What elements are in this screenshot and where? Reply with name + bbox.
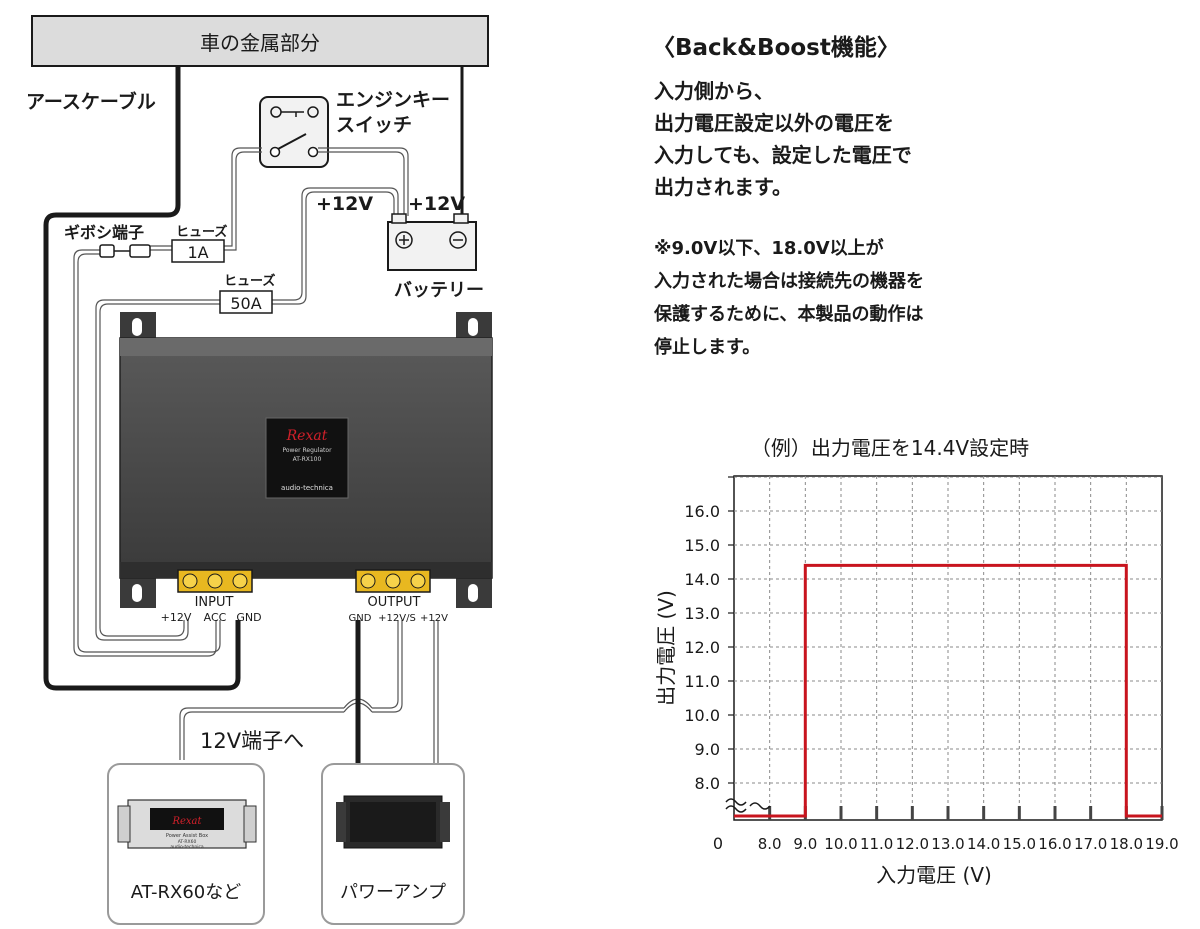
fuse-1a xyxy=(171,239,225,263)
y-tick-label: 12.0 xyxy=(684,638,720,657)
description-line: 出力電圧設定以外の電圧を xyxy=(654,111,894,135)
x-tick-label: 8.0 xyxy=(758,835,782,853)
feature-description: 入力側から、 出力電圧設定以外の電圧を 入力しても、設定した電圧で 出力されます… xyxy=(654,75,912,203)
y-tick-label: 15.0 xyxy=(684,536,720,555)
at-rx60-device xyxy=(117,799,257,849)
x-tick-label: 10.0 xyxy=(824,835,857,853)
box-left-label: AT-RX60など xyxy=(131,882,242,903)
x-tick-label: 19.0 xyxy=(1145,835,1178,853)
fuse-1a-value: 1A xyxy=(187,243,208,262)
axis-break-icon xyxy=(725,798,771,813)
key-icon xyxy=(270,106,319,118)
switch-contact xyxy=(277,133,307,150)
signal-wires xyxy=(73,147,439,764)
plot-area xyxy=(733,475,1163,821)
mini-brand: Rexat xyxy=(171,816,202,827)
input-terminal-block xyxy=(177,569,253,593)
car-metal-label: 車の金属部分 xyxy=(200,31,320,55)
battery-label: バッテリー xyxy=(394,280,484,301)
device-model: AT-RX100 xyxy=(293,456,322,463)
output-label: OUTPUT xyxy=(368,595,421,610)
x-tick-label: 0 xyxy=(713,834,723,853)
note-line: 停止します。 xyxy=(654,337,761,358)
fuse-50a-caption: ヒューズ xyxy=(224,273,275,289)
to-12v-label: 12V端子へ xyxy=(200,729,304,753)
description-line: 入力しても、設定した電圧で xyxy=(654,143,912,167)
description-line: 入力側から、 xyxy=(654,79,774,103)
input-terminal-12v: +12V xyxy=(161,611,192,624)
ignition-switch-label-1: エンジンキー xyxy=(336,89,450,111)
gibosi-connector xyxy=(99,244,151,258)
output-voltage-line xyxy=(734,563,1162,818)
output-terminal-gnd: GND xyxy=(349,613,372,624)
mini-sub: Power Assist Box xyxy=(166,833,208,839)
y-tick-label: 11.0 xyxy=(684,672,720,691)
gibosi-label: ギボシ端子 xyxy=(64,223,144,242)
x-tick-label: 9.0 xyxy=(793,835,817,853)
x-tick-label: 13.0 xyxy=(931,835,964,853)
battery xyxy=(387,213,477,271)
note-line: ※9.0V以下、18.0V以上が xyxy=(654,238,884,259)
y-axis-label: 出力電圧 (V) xyxy=(654,590,678,706)
x-tick-label: 12.0 xyxy=(896,835,929,853)
power-regulator xyxy=(119,312,493,608)
y-tick-label: 8.0 xyxy=(695,774,720,793)
chart-title: （例）出力電圧を14.4V設定時 xyxy=(751,436,1029,460)
chart-series xyxy=(734,563,1162,818)
output-terminal-12vs: +12V/S xyxy=(378,613,416,624)
output-terminal-block xyxy=(355,569,431,593)
device-sub: Power Regulator xyxy=(282,447,332,454)
chart-grid xyxy=(734,476,1162,820)
ground-cable xyxy=(43,66,241,691)
y-tick-label: 14.0 xyxy=(684,570,720,589)
input-label: INPUT xyxy=(195,595,234,610)
device-brand: Rexat xyxy=(286,428,328,444)
y-tick-label: 9.0 xyxy=(695,740,720,759)
x-tick-label: 15.0 xyxy=(1003,835,1036,853)
car-metal-bar xyxy=(31,15,489,67)
output-terminal-12v: +12V xyxy=(420,613,448,624)
y-tick-label: 16.0 xyxy=(684,502,720,521)
ground-cable-label: アースケーブル xyxy=(26,90,156,113)
fuse-1a-caption: ヒューズ xyxy=(176,224,227,240)
y-tick-label: 10.0 xyxy=(684,706,720,725)
device-maker: audio-technica xyxy=(281,484,333,492)
x-tick-label: 16.0 xyxy=(1038,835,1071,853)
x-axis-label: 入力電圧 (V) xyxy=(876,863,992,887)
box-right-label: パワーアンプ xyxy=(340,882,446,903)
x-tick-label: 18.0 xyxy=(1110,835,1143,853)
fuse-50a-value: 50A xyxy=(230,294,261,313)
ignition-switch-label-2: スイッチ xyxy=(336,114,412,136)
note-line: 入力された場合は接続先の機器を xyxy=(654,271,924,292)
mini-maker: audio-technica xyxy=(170,844,204,850)
x-tick-label: 11.0 xyxy=(860,835,893,853)
input-terminal-acc: ACC xyxy=(204,611,227,624)
battery-plus12v-label: +12V xyxy=(408,193,465,215)
description-line: 出力されます。 xyxy=(654,175,792,199)
note-line: 保護するために、本製品の動作は xyxy=(654,304,924,325)
y-tick-label: 13.0 xyxy=(684,604,720,623)
x-tick-label: 14.0 xyxy=(967,835,1000,853)
input-terminal-gnd: GND xyxy=(236,611,261,624)
power-amp-device xyxy=(336,795,450,849)
fuse-50a xyxy=(219,290,273,314)
feature-heading: 〈Back&Boost機能〉 xyxy=(652,35,900,61)
mini-model: AT-RX60 xyxy=(178,839,197,845)
feature-note: ※9.0V以下、18.0V以上が 入力された場合は接続先の機器を 保護するために… xyxy=(654,232,924,364)
wire-plus12v-label: +12V xyxy=(316,193,373,215)
x-tick-label: 17.0 xyxy=(1074,835,1107,853)
